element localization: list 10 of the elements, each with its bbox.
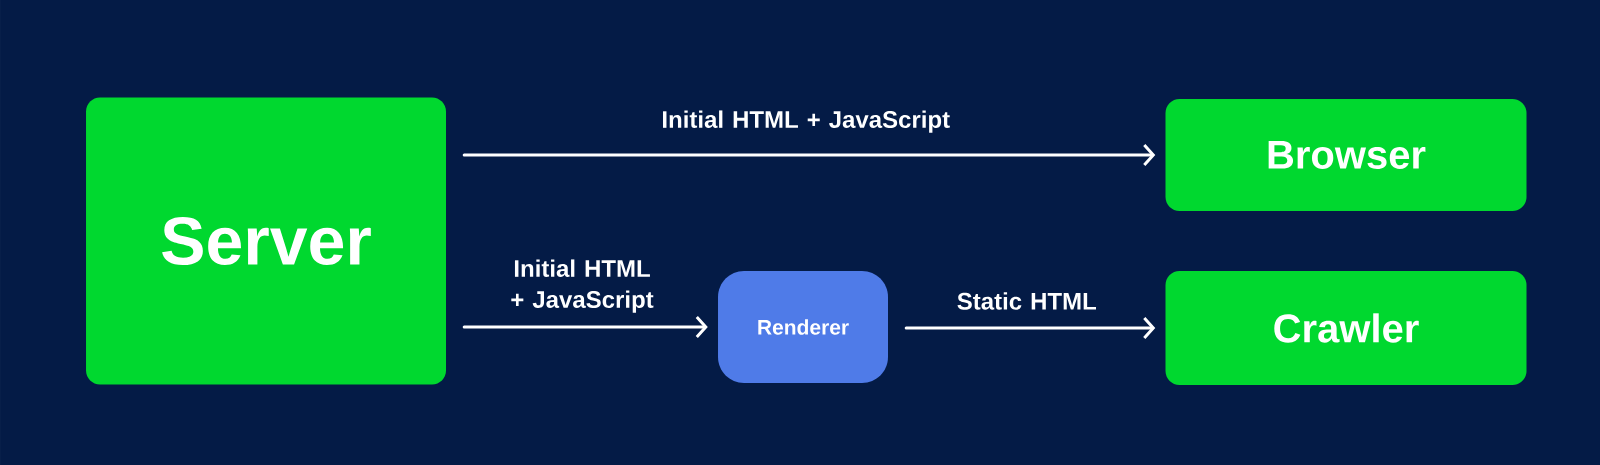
crawler-box: Crawler — [1165, 271, 1527, 385]
edge-label: Initial HTML + JavaScript — [511, 259, 654, 313]
edge-label: Initial HTML + JavaScript — [663, 110, 950, 133]
arrow — [462, 316, 708, 338]
edge-label: Static HTML — [957, 292, 1096, 310]
renderer-blob: Renderer — [718, 271, 888, 383]
arrow — [904, 317, 1156, 339]
server-box: Server — [86, 97, 446, 385]
browser-box: Browser — [1165, 99, 1527, 211]
arrow — [462, 144, 1156, 166]
